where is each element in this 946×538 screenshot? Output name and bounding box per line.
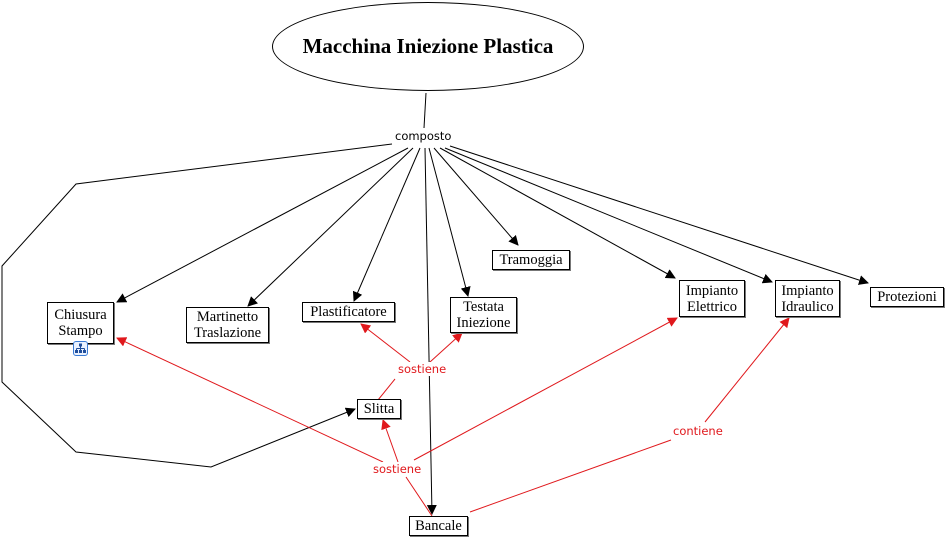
link-composto-testata — [428, 147, 471, 297]
link-bancale-sostiene — [405, 476, 433, 517]
concept-plastificatore[interactable]: Plastificatore — [302, 302, 395, 322]
concept-impianto-idraulico[interactable]: Impianto Idraulico — [775, 280, 840, 317]
submap-hierarchy-glyph — [75, 343, 86, 353]
link-sostiene-slitta — [381, 419, 399, 463]
concept-impianto-elettrico[interactable]: Impianto Elettrico — [679, 280, 745, 317]
link-sostiene-testata — [429, 332, 463, 363]
link-composto-bancale — [424, 147, 437, 515]
link-label-sostiene-lower[interactable]: sostiene — [372, 462, 423, 476]
concept-protezioni[interactable]: Protezioni — [870, 287, 944, 307]
link-sostiene-chiusura — [116, 337, 384, 463]
link-composto-protezioni — [449, 145, 869, 285]
link-composto-elettrico — [439, 147, 676, 279]
link-label-composto[interactable]: composto — [394, 129, 453, 143]
link-composto-slitta — [1, 143, 393, 468]
link-composto-idraulico — [444, 147, 773, 284]
link-composto-plastificatore — [352, 147, 421, 302]
link-contiene-idraulico — [704, 317, 790, 423]
concept-testata-iniezione[interactable]: Testata Iniezione — [450, 297, 517, 333]
link-label-sostiene-upper[interactable]: sostiene — [397, 362, 448, 376]
link-composto-chiusura — [116, 147, 409, 303]
submap-hierarchy-icon[interactable] — [73, 341, 88, 356]
link-composto-martinetto — [247, 147, 414, 307]
concept-chiusura-stampo[interactable]: Chiusura Stampo — [47, 302, 114, 344]
link-root-composto — [423, 92, 427, 129]
root-concept-macchina[interactable]: Macchina Iniezione Plastica — [272, 2, 584, 91]
link-bancale-contiene — [469, 439, 672, 513]
link-composto-tramoggia — [433, 147, 519, 246]
link-label-contiene[interactable]: contiene — [672, 424, 724, 438]
concept-martinetto-traslazione[interactable]: Martinetto Traslazione — [186, 307, 269, 343]
concept-tramoggia[interactable]: Tramoggia — [492, 250, 570, 270]
link-slitta-sostiene — [377, 378, 396, 401]
link-sostiene-elettrico — [413, 317, 678, 461]
concept-bancale[interactable]: Bancale — [409, 516, 468, 536]
concept-slitta[interactable]: Slitta — [357, 399, 401, 419]
link-sostiene-plastificatore — [360, 323, 411, 363]
